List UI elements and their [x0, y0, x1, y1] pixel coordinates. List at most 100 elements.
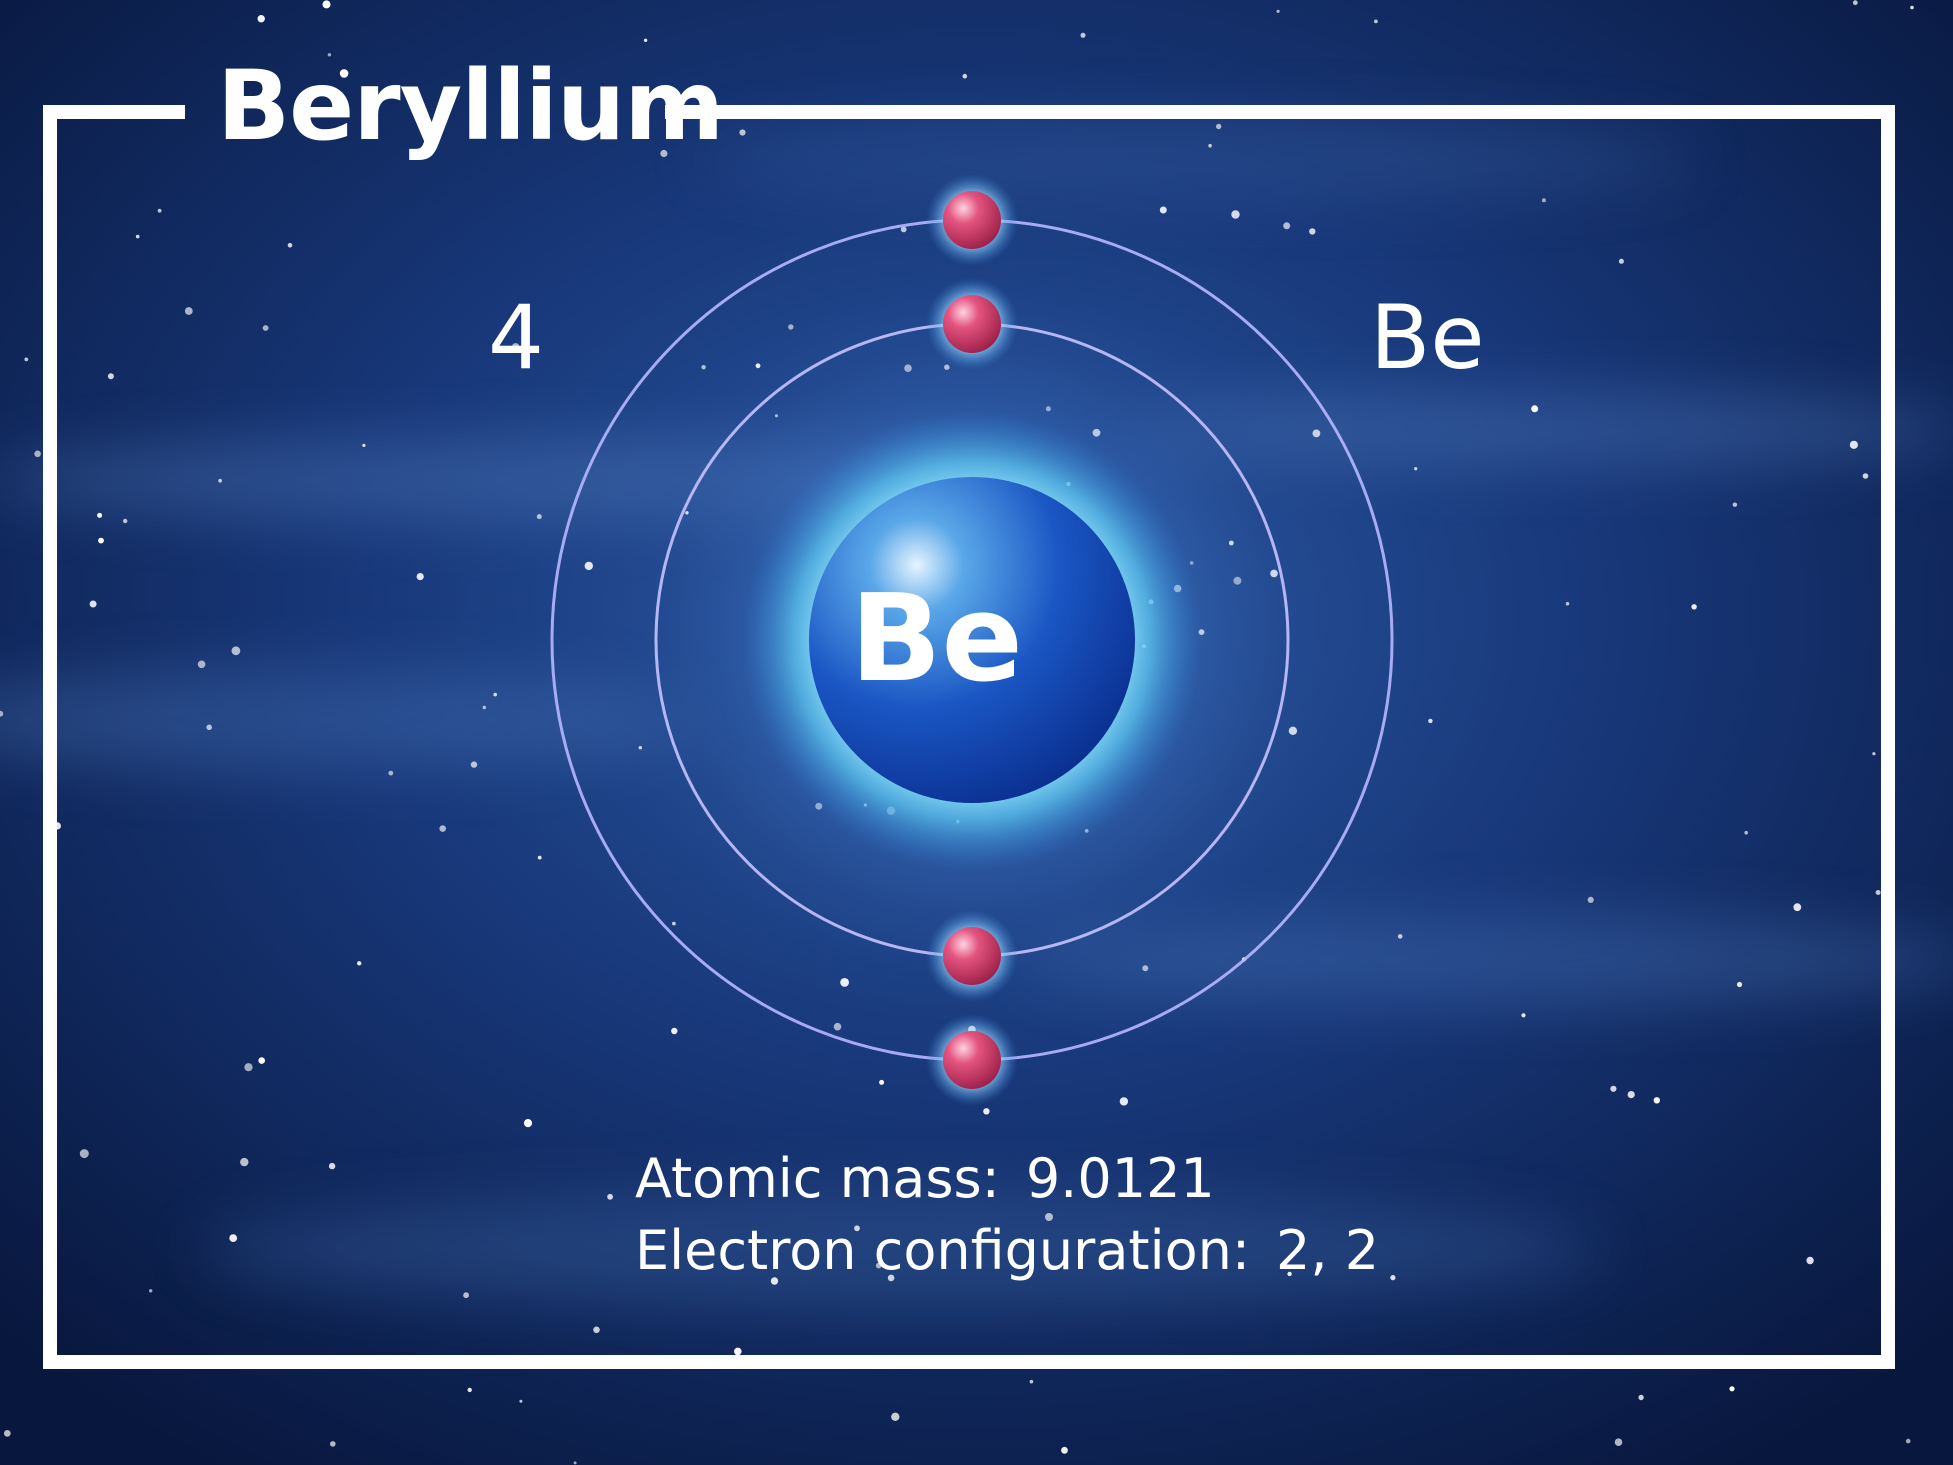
- electron-configuration-label: Electron configuration:: [635, 1219, 1251, 1282]
- nucleus: [809, 477, 1135, 803]
- star: [1691, 604, 1697, 610]
- star: [231, 646, 241, 656]
- diagram-title: Beryllium: [217, 50, 724, 162]
- star: [258, 1057, 266, 1064]
- star: [536, 514, 542, 520]
- star: [218, 478, 222, 483]
- star: [79, 1149, 89, 1159]
- electron-configuration-value: 2, 2: [1276, 1219, 1380, 1282]
- star: [1374, 19, 1378, 24]
- star: [470, 761, 478, 768]
- star: [1849, 440, 1858, 449]
- star: [107, 373, 114, 380]
- star: [1793, 903, 1802, 912]
- star: [1905, 1438, 1911, 1444]
- star: [1653, 1097, 1661, 1104]
- star: [1736, 981, 1743, 988]
- star: [1852, 0, 1858, 6]
- star: [34, 450, 41, 458]
- star: [1910, 5, 1914, 10]
- star: [184, 307, 193, 315]
- star: [1119, 1097, 1129, 1106]
- star: [1732, 502, 1738, 507]
- electron-outer-bottom: [926, 1014, 1018, 1106]
- star: [262, 325, 269, 331]
- star: [519, 1399, 523, 1403]
- star: [584, 561, 593, 571]
- star: [1287, 1271, 1292, 1277]
- star: [493, 692, 498, 697]
- title-frame: [43, 105, 1895, 1369]
- star: [643, 38, 648, 42]
- star: [1565, 601, 1570, 606]
- star: [97, 512, 103, 518]
- star: [962, 73, 968, 79]
- star: [734, 1347, 742, 1356]
- star: [467, 1387, 472, 1393]
- star: [1397, 934, 1403, 939]
- star: [439, 825, 447, 832]
- star: [197, 660, 206, 669]
- star: [388, 770, 394, 776]
- electron-inner-bottom: [926, 910, 1018, 1002]
- star: [1638, 1394, 1644, 1401]
- star: [607, 1193, 613, 1200]
- star: [1618, 258, 1624, 264]
- star: [1541, 198, 1546, 203]
- star: [1283, 222, 1291, 230]
- star: [573, 1461, 577, 1465]
- star: [339, 69, 349, 78]
- star: [1521, 1013, 1526, 1018]
- star: [671, 1027, 678, 1035]
- star: [1531, 405, 1539, 413]
- star: [24, 357, 29, 362]
- star: [891, 1412, 900, 1422]
- star: [770, 1277, 779, 1285]
- star: [660, 149, 668, 158]
- star: [1312, 429, 1321, 438]
- star: [0, 710, 4, 717]
- star: [900, 226, 907, 233]
- atomic-mass-value: 9.0121: [1025, 1147, 1215, 1210]
- star: [1610, 1085, 1617, 1092]
- star: [229, 1234, 238, 1242]
- star: [463, 1292, 469, 1299]
- star: [1862, 473, 1869, 479]
- star: [1614, 1438, 1623, 1446]
- star: [523, 1119, 533, 1128]
- electron-inner-top: [926, 278, 1018, 370]
- star: [98, 537, 104, 544]
- atomic-number: 4: [488, 286, 544, 389]
- star: [1309, 228, 1316, 235]
- electron-outer-top: [926, 174, 1018, 266]
- star: [157, 208, 162, 213]
- star: [1414, 467, 1418, 471]
- star: [1159, 206, 1167, 214]
- star: [833, 1022, 842, 1031]
- star: [983, 1108, 990, 1115]
- star: [1390, 1275, 1396, 1281]
- star: [135, 234, 140, 239]
- star: [1627, 1091, 1635, 1099]
- star: [330, 1441, 336, 1447]
- star: [123, 518, 128, 524]
- star: [1061, 1446, 1068, 1454]
- star: [89, 600, 97, 608]
- star: [1428, 718, 1433, 724]
- nucleus-label: Be: [850, 570, 1023, 709]
- star: [1080, 32, 1086, 38]
- star: [1744, 830, 1748, 835]
- star: [1208, 143, 1212, 148]
- star: [416, 573, 424, 581]
- star: [287, 243, 293, 248]
- star: [593, 1326, 600, 1334]
- star: [512, 343, 520, 351]
- star: [482, 705, 486, 710]
- star: [887, 1274, 895, 1282]
- star: [322, 0, 331, 9]
- star: [1806, 1256, 1814, 1265]
- star: [328, 1162, 336, 1170]
- electron-configuration-row: Electron configuration: 2, 2: [635, 1216, 1379, 1286]
- star: [1029, 1379, 1034, 1384]
